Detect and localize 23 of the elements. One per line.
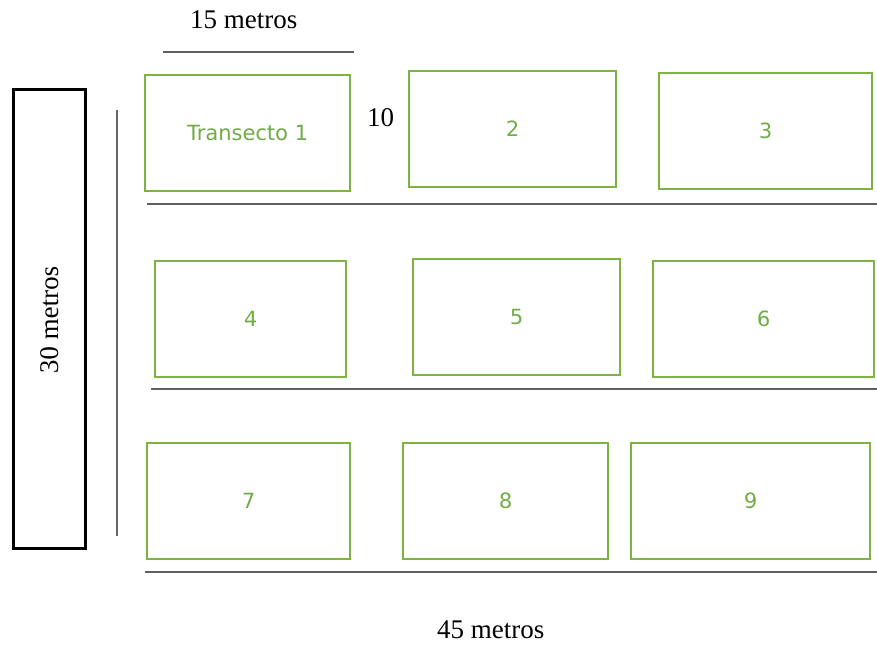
transect-label: 5	[510, 305, 524, 329]
transect-label: 8	[498, 489, 512, 513]
transect-label: Transecto 1	[186, 121, 308, 145]
dimension-label: 15 metros	[190, 4, 298, 35]
transect-box	[412, 258, 621, 376]
transect-label: 3	[758, 119, 772, 143]
dimension-label: 30 metros	[34, 265, 65, 373]
transect-label: 7	[242, 489, 256, 513]
dimension-label: 45 metros	[437, 614, 544, 645]
transect-box	[652, 260, 875, 378]
transect-label: 4	[244, 307, 258, 331]
transect-box	[630, 442, 871, 560]
transect-label: 6	[756, 307, 770, 331]
transect-box	[408, 70, 617, 188]
transect-box	[146, 442, 351, 560]
transect-box	[144, 74, 351, 192]
transect-label: 9	[744, 489, 758, 513]
transect-box	[154, 260, 347, 378]
transect-box	[402, 442, 609, 560]
transect-box	[658, 72, 873, 190]
spacing-label: 10	[367, 102, 394, 133]
dimension-box	[12, 88, 87, 550]
transect-label: 2	[506, 117, 520, 141]
